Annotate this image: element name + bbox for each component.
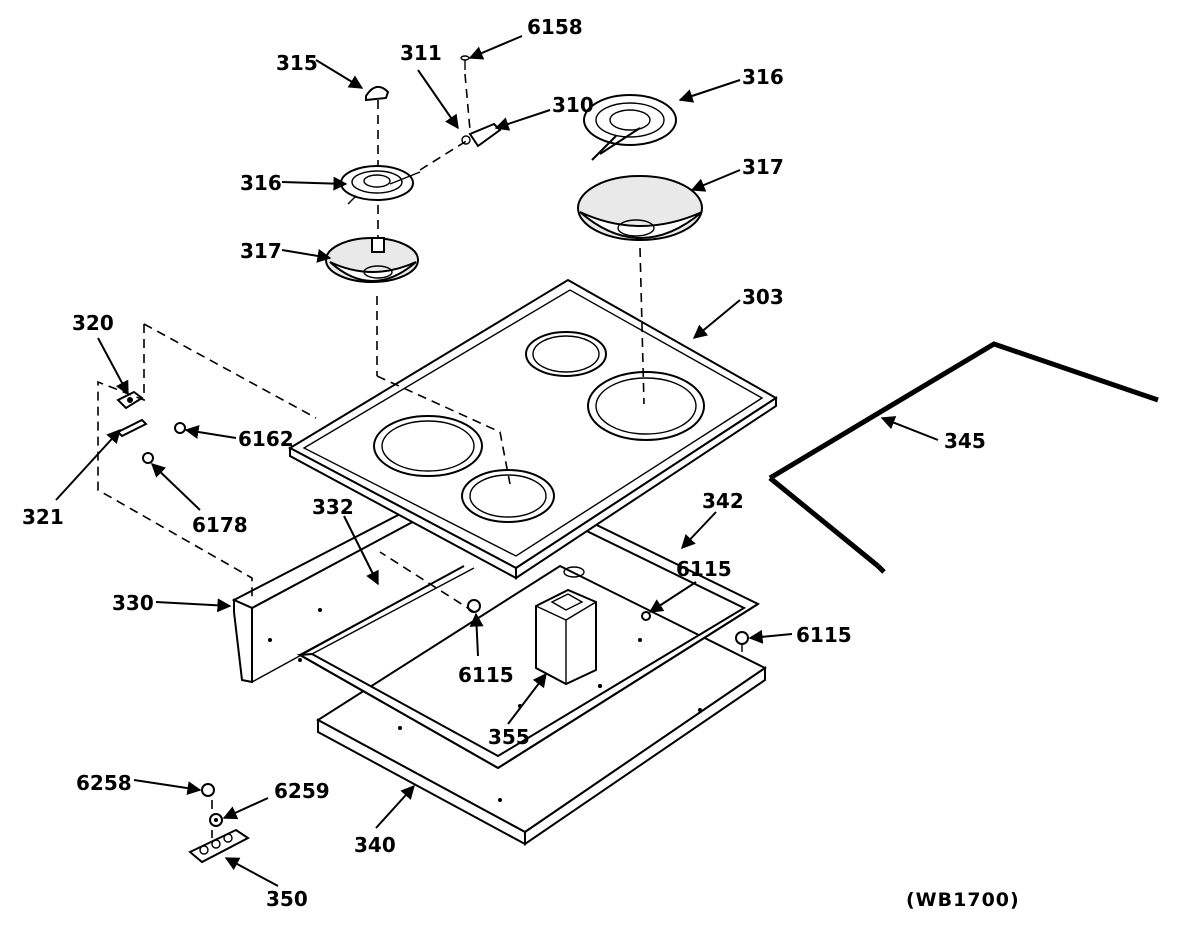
label-311: 311 xyxy=(400,41,442,65)
label-355: 355 xyxy=(488,725,530,749)
label-315: 315 xyxy=(276,51,318,75)
cooktop-main-top-303 xyxy=(287,278,778,580)
label-6258: 6258 xyxy=(76,771,132,795)
drip-pan-317-left xyxy=(325,237,419,283)
screw-6115-far-right xyxy=(735,631,749,652)
terminal-block-310 xyxy=(419,122,502,171)
label-320: 320 xyxy=(72,311,114,335)
label-342: 342 xyxy=(702,489,744,513)
wire-rod-345 xyxy=(768,476,880,568)
label-303: 303 xyxy=(742,285,784,309)
label-345: 345 xyxy=(944,429,986,453)
screw-6162 xyxy=(174,422,186,434)
bottom-pan-340 xyxy=(316,564,767,846)
label-6162: 6162 xyxy=(238,427,294,451)
screw-6115-center xyxy=(379,551,481,613)
drip-pan-317-right xyxy=(577,175,703,241)
label-321: 321 xyxy=(22,505,64,529)
label-6115-a: 6115 xyxy=(676,557,732,581)
align-line-left-burner-2 xyxy=(376,375,511,485)
mount-outline xyxy=(97,324,253,602)
screw-6115-right xyxy=(641,611,651,621)
washer-6259 xyxy=(209,813,223,827)
label-350: 350 xyxy=(266,887,308,911)
front-rail-330 xyxy=(231,510,423,684)
label-310: 310 xyxy=(552,93,594,117)
label-6115-c: 6115 xyxy=(458,663,514,687)
label-6115-b: 6115 xyxy=(796,623,852,647)
clip-321 xyxy=(116,418,148,438)
label-330: 330 xyxy=(112,591,154,615)
label-316-left: 316 xyxy=(240,171,282,195)
label-6259: 6259 xyxy=(274,779,330,803)
surface-element-316-left xyxy=(340,165,421,205)
screw-6178 xyxy=(142,452,154,464)
model-code: (WB1700) xyxy=(906,889,1020,911)
label-6178: 6178 xyxy=(192,513,248,537)
screw-6258 xyxy=(201,783,215,797)
align-line-right-burner xyxy=(639,247,645,405)
label-332: 332 xyxy=(312,495,354,519)
label-317-right: 317 xyxy=(742,155,784,179)
terminal-box-355 xyxy=(535,588,597,686)
surface-element-316-right xyxy=(583,94,677,161)
label-340: 340 xyxy=(354,833,396,857)
terminal-strip-350 xyxy=(188,800,250,864)
knob-315 xyxy=(365,85,390,102)
label-6158: 6158 xyxy=(527,15,583,39)
label-317-left: 317 xyxy=(240,239,282,263)
screw-6158 xyxy=(460,55,471,131)
label-316-right: 316 xyxy=(742,65,784,89)
